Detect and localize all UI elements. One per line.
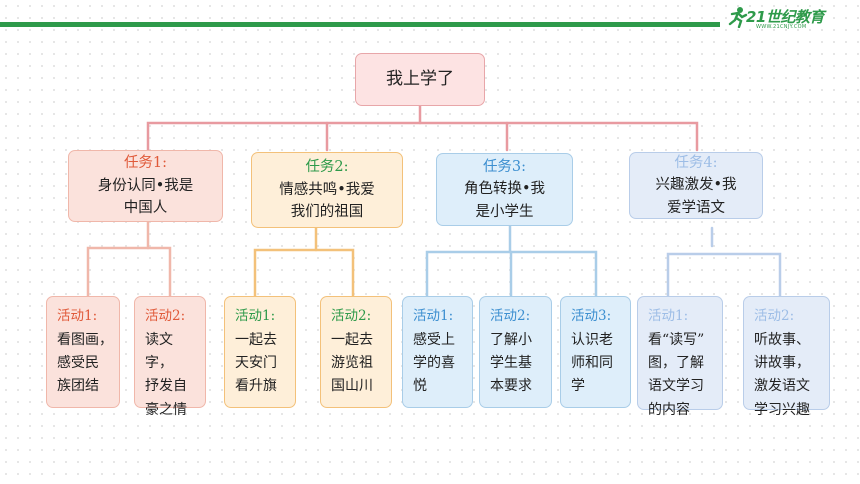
activity-head: 活动2: bbox=[145, 308, 186, 324]
task-3-head: 任务3: bbox=[482, 158, 527, 175]
task-3-body: 角色转换•我是小学生 bbox=[463, 181, 546, 220]
brand-logo-text: 21世纪教育 bbox=[746, 8, 824, 26]
activity-body: 一起去天安门看升旗 bbox=[235, 332, 277, 395]
activity-head: 活动2: bbox=[331, 308, 372, 324]
runner-logo-icon bbox=[728, 7, 748, 28]
task-node-2: 任务2: 情感共鸣•我爱我们的祖国 bbox=[251, 152, 403, 228]
activity-body: 一起去游览祖国山川 bbox=[331, 332, 373, 395]
activity-head: 活动2: bbox=[490, 308, 531, 324]
task-2-body: 情感共鸣•我爱我们的祖国 bbox=[279, 181, 375, 221]
activity-head: 活动1: bbox=[235, 308, 276, 324]
activity-node-1-1: 活动1: 看图画，感受民族团结 bbox=[46, 296, 120, 408]
task-2-head: 任务2: bbox=[305, 159, 349, 176]
brand-logo-url: WWW.21CNJY.COM bbox=[756, 24, 807, 30]
activity-body: 读文字，抒发自豪之情 bbox=[145, 332, 187, 418]
activity-node-1-2: 活动2: 读文字，抒发自豪之情 bbox=[134, 296, 206, 418]
activity-node-2-1: 活动1: 一起去天安门看升旗 bbox=[224, 296, 296, 408]
task-4-body: 兴趣激发•我爱学语文 bbox=[655, 177, 737, 216]
activity-node-3-1: 活动1: 感受上学的喜悦 bbox=[402, 296, 473, 408]
task-4-head: 任务4: bbox=[674, 154, 718, 171]
activity-head: 活动1: bbox=[57, 308, 98, 324]
header-bar bbox=[0, 22, 720, 27]
task-node-4: 任务4: 兴趣激发•我爱学语文 bbox=[629, 152, 763, 219]
activity-body: 看图画，感受民族团结 bbox=[57, 332, 113, 395]
activity-head: 活动1: bbox=[648, 308, 689, 324]
activity-node-2-2: 活动2: 一起去游览祖国山川 bbox=[320, 296, 392, 408]
activity-node-4-1: 活动1: 看“读写”图，了解语文学习的内容 bbox=[637, 296, 723, 418]
task-node-1: 任务1: 身份认同•我是中国人 bbox=[68, 150, 223, 222]
activity-body: 认识老师和同学 bbox=[571, 332, 613, 395]
activity-body: 感受上学的喜悦 bbox=[413, 332, 455, 395]
task-1-body: 身份认同•我是中国人 bbox=[97, 177, 194, 217]
activity-body: 了解小学生基本要求 bbox=[490, 332, 532, 395]
activity-head: 活动2: bbox=[754, 308, 795, 324]
activity-body: 听故事、讲故事，激发语文学习兴趣 bbox=[754, 332, 810, 418]
activity-node-3-3: 活动3: 认识老师和同学 bbox=[560, 296, 631, 408]
activity-head: 活动3: bbox=[571, 308, 612, 324]
activity-node-4-2: 活动2: 听故事、讲故事，激发语文学习兴趣 bbox=[743, 296, 830, 418]
task-node-3: 任务3: 角色转换•我是小学生 bbox=[436, 153, 573, 226]
activity-body: 看“读写”图，了解语文学习的内容 bbox=[648, 332, 705, 418]
root-label: 我上学了 bbox=[386, 69, 454, 90]
activity-node-3-2: 活动2: 了解小学生基本要求 bbox=[479, 296, 552, 408]
task-1-head: 任务1: bbox=[123, 155, 168, 172]
root-node: 我上学了 bbox=[355, 53, 485, 106]
activity-head: 活动1: bbox=[413, 308, 454, 324]
